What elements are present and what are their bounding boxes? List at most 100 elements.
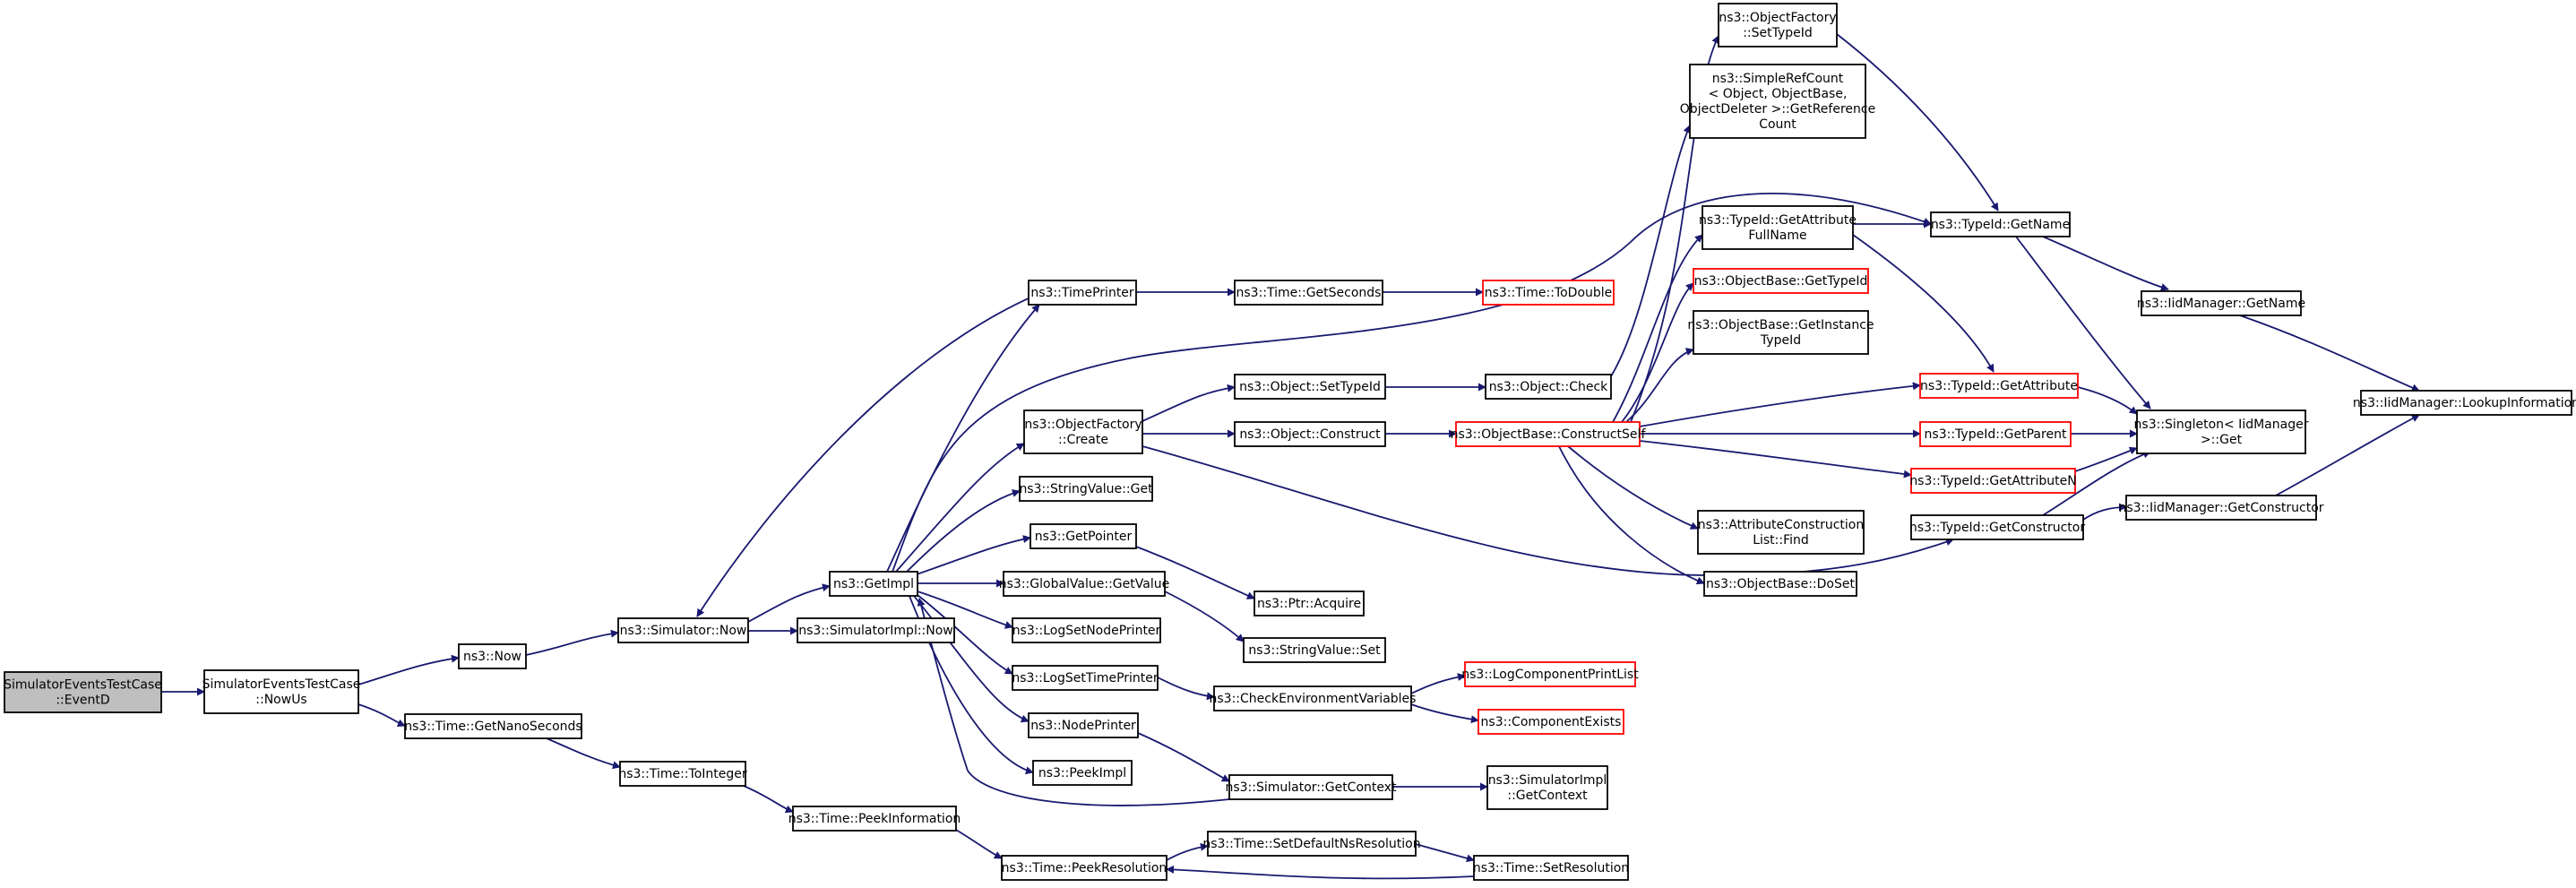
edge-constructself->objbasegettypeid bbox=[1621, 282, 1694, 423]
edge-getnano->toint bbox=[546, 737, 621, 770]
node-now[interactable]: ns3::Now bbox=[458, 643, 527, 669]
edge-typeidgetattr->singletonget-line bbox=[2077, 386, 2138, 415]
node-peekimpl[interactable]: ns3::PeekImpl bbox=[1032, 760, 1133, 786]
node-nowus[interactable]: SimulatorEventsTestCase::NowUs bbox=[202, 669, 361, 714]
node-label: ns3::TypeId::GetConstructor bbox=[1909, 521, 2085, 535]
node-typeidgetattr[interactable]: ns3::TypeId::GetAttribute bbox=[1919, 373, 2079, 399]
node-box bbox=[1213, 685, 1412, 711]
node-ptracquire[interactable]: ns3::Ptr::Acquire bbox=[1254, 591, 1365, 616]
edge-setdefres->setres-line bbox=[1415, 843, 1475, 863]
edge-objcheck->simplerefcount bbox=[1610, 125, 1691, 377]
node-checkenv[interactable]: ns3::CheckEnvironmentVariables bbox=[1210, 685, 1417, 711]
node-logcompprint[interactable]: ns3::LogComponentPrintList bbox=[1461, 661, 1639, 687]
edge-iidmgrgetctor->iidmgrlookup bbox=[2275, 414, 2420, 496]
node-singletonget[interactable]: ns3::Singleton< IidManager >::Get bbox=[2134, 410, 2309, 454]
node-toint[interactable]: ns3::Time::ToInteger bbox=[618, 761, 747, 787]
node-box bbox=[1693, 268, 1869, 294]
node-box bbox=[4, 671, 162, 713]
node-label: ns3::Ptr::Acquire bbox=[1257, 597, 1361, 611]
node-box bbox=[1919, 373, 2079, 399]
node-box bbox=[1019, 476, 1153, 502]
node-todouble[interactable]: ns3::Time::ToDouble bbox=[1482, 280, 1615, 306]
node-getnano[interactable]: ns3::Time::GetNanoSeconds bbox=[404, 713, 582, 739]
edge-typeidgetctor->singletonget bbox=[2042, 450, 2151, 516]
node-compexists[interactable]: ns3::ComponentExists bbox=[1478, 709, 1624, 735]
node-iidmgrgetname[interactable]: ns3::IidManager::GetName bbox=[2137, 290, 2305, 316]
node-objbasedoset[interactable]: ns3::ObjectBase::DoSet bbox=[1703, 571, 1857, 597]
node-objfactcreate[interactable]: ns3::ObjectFactory::Create bbox=[1023, 410, 1143, 454]
edge-typeidgetname->iidmgrgetname-line bbox=[2042, 236, 2169, 291]
edge-constructself->objbasegetinst-line bbox=[1625, 348, 1694, 423]
edge-typeidgetctor->iidmgrgetctor-line bbox=[2082, 503, 2127, 521]
node-box bbox=[1228, 774, 1393, 800]
node-strvalset[interactable]: ns3::StringValue::Set bbox=[1243, 637, 1386, 663]
node-label: ns3::Time::SetDefaultNsResolution bbox=[1202, 837, 1420, 851]
node-getpointer[interactable]: ns3::GetPointer bbox=[1030, 523, 1137, 549]
node-box bbox=[792, 806, 957, 832]
node-label: ns3::IidManager::LookupInformation bbox=[2353, 396, 2576, 410]
node-simgetctx[interactable]: ns3::Simulator::GetContext bbox=[1225, 774, 1397, 800]
edge-simnow->getimpl-line bbox=[747, 583, 831, 623]
node-label: ns3::IidManager::GetConstructor bbox=[2118, 501, 2323, 515]
edge-constructself->attrconsfind-line bbox=[1567, 445, 1699, 530]
node-getimpl[interactable]: ns3::GetImpl bbox=[829, 571, 918, 597]
node-strvalget[interactable]: ns3::StringValue::Get bbox=[1019, 476, 1153, 502]
node-box bbox=[1254, 591, 1365, 616]
node-simnow[interactable]: ns3::Simulator::Now bbox=[617, 617, 749, 643]
node-typeidgetattrn[interactable]: ns3::TypeId::GetAttributeN bbox=[1909, 468, 2077, 494]
node-label: ns3::GetPointer bbox=[1035, 530, 1133, 544]
node-setdefres[interactable]: ns3::Time::SetDefaultNsResolution bbox=[1202, 831, 1421, 857]
node-globalval[interactable]: ns3::GlobalValue::GetValue bbox=[999, 571, 1169, 597]
node-box bbox=[1919, 421, 2072, 447]
node-label: ns3::NodePrinter bbox=[1030, 719, 1136, 733]
node-logsetnode[interactable]: ns3::LogSetNodePrinter bbox=[1012, 617, 1161, 643]
node-nodeprinter[interactable]: ns3::NodePrinter bbox=[1028, 712, 1139, 738]
nodes-layer: SimulatorEventsTestCase::EventD Simulator… bbox=[4, 3, 2576, 881]
edge-typeidgetattr->singletonget bbox=[2077, 386, 2138, 415]
edge-constructself->typeidgetattrn bbox=[1639, 440, 1912, 478]
node-simimplgetctx[interactable]: ns3::SimulatorImpl::GetContext bbox=[1486, 765, 1608, 810]
node-logsettime[interactable]: ns3::LogSetTimePrinter bbox=[1012, 665, 1159, 691]
edge-getimpl->strvalget-line bbox=[904, 489, 1021, 574]
node-objfactsettypeid[interactable]: ns3::ObjectFactory::SetTypeId bbox=[1718, 3, 1838, 47]
node-objcheck[interactable]: ns3::Object::Check bbox=[1485, 374, 1612, 400]
node-peekres[interactable]: ns3::Time::PeekResolution bbox=[1001, 855, 1167, 881]
node-objbasegettypeid[interactable]: ns3::ObjectBase::GetTypeId bbox=[1693, 268, 1869, 294]
node-iidmgrlookup[interactable]: ns3::IidManager::LookupInformation bbox=[2353, 390, 2576, 416]
node-root[interactable]: SimulatorEventsTestCase::EventD bbox=[4, 671, 162, 713]
node-iidmgrgetctor[interactable]: ns3::IidManager::GetConstructor bbox=[2118, 495, 2324, 521]
node-typeidgetname[interactable]: ns3::TypeId::GetName bbox=[1930, 211, 2071, 237]
node-label: ns3::LogSetNodePrinter bbox=[1012, 624, 1161, 638]
edge-getimpl->getpointer bbox=[913, 535, 1031, 576]
edge-peekres->setdefres bbox=[1166, 842, 1209, 861]
node-simimplnow[interactable]: ns3::SimulatorImpl::Now bbox=[797, 617, 955, 643]
node-objconstruct[interactable]: ns3::Object::Construct bbox=[1234, 421, 1386, 447]
node-label: ::GetContext bbox=[1507, 789, 1588, 803]
node-box bbox=[458, 643, 527, 669]
edge-constructself->objbasegettypeid-line bbox=[1621, 282, 1694, 423]
node-box bbox=[1234, 421, 1386, 447]
node-objsettypeid[interactable]: ns3::Object::SetTypeId bbox=[1234, 374, 1386, 400]
edge-logsettime->checkenv bbox=[1157, 677, 1215, 701]
node-typeidgetctor[interactable]: ns3::TypeId::GetConstructor bbox=[1909, 514, 2085, 540]
node-label: ns3::LogSetTimePrinter bbox=[1012, 671, 1159, 685]
edge-logsettime->checkenv-line bbox=[1157, 677, 1215, 701]
node-label: ns3::IidManager::GetName bbox=[2137, 297, 2305, 311]
node-timeprinter[interactable]: ns3::TimePrinter bbox=[1028, 280, 1137, 306]
edge-peekres->setdefres-line bbox=[1166, 842, 1209, 861]
node-constructself[interactable]: ns3::ObjectBase::ConstructSelf bbox=[1451, 421, 1647, 447]
node-box bbox=[1028, 712, 1139, 738]
node-box bbox=[1702, 205, 1854, 250]
edge-getimpl->objfactcreate-line bbox=[895, 443, 1025, 573]
node-label: ns3::Time::ToInteger bbox=[618, 767, 747, 781]
node-setres[interactable]: ns3::Time::SetResolution bbox=[1473, 855, 1629, 881]
node-simplerefcount[interactable]: ns3::SimpleRefCount< Object, ObjectBase,… bbox=[1680, 64, 1875, 139]
node-peekinfo[interactable]: ns3::Time::PeekInformation bbox=[788, 806, 961, 832]
node-label: ns3::TypeId::GetAttribute bbox=[1920, 379, 2078, 393]
edge-typeidgetname->iidmgrgetname bbox=[2042, 236, 2169, 291]
node-typeidgetparent[interactable]: ns3::TypeId::GetParent bbox=[1919, 421, 2072, 447]
node-getseconds[interactable]: ns3::Time::GetSeconds bbox=[1234, 280, 1383, 306]
